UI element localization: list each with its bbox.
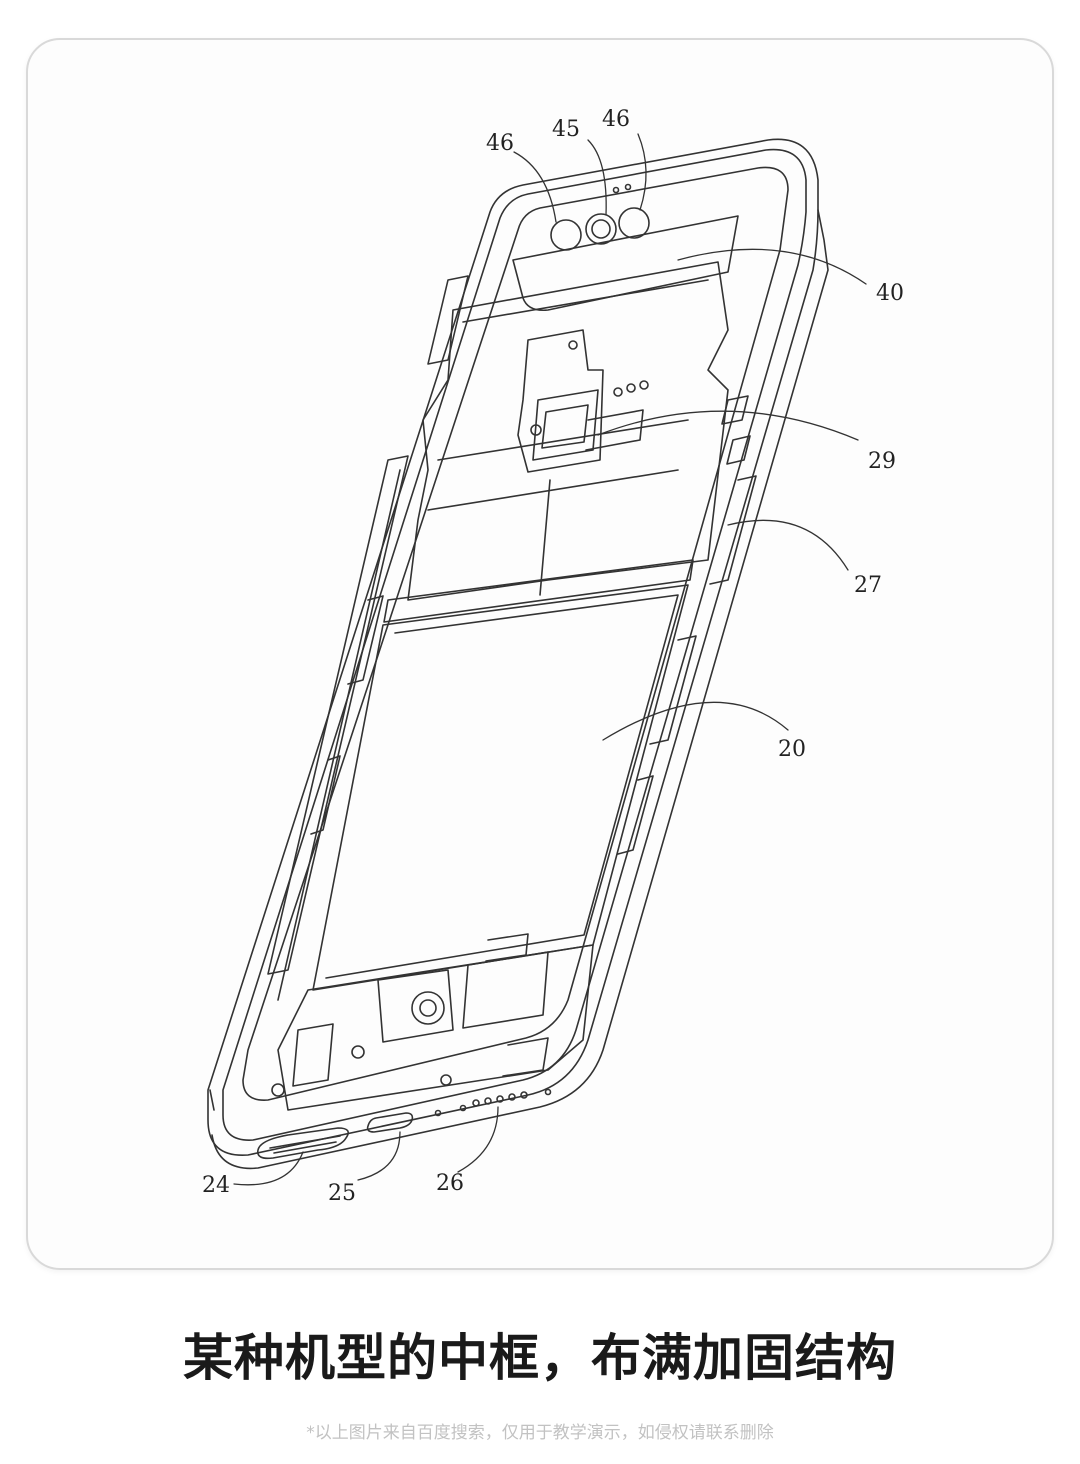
label-29: 29	[868, 449, 896, 474]
camera-hole-center-inner	[591, 219, 611, 239]
label-26: 26	[436, 1171, 464, 1196]
frame-inner-wall	[242, 166, 789, 1101]
leader-20	[602, 701, 789, 741]
leader-25	[357, 1131, 401, 1181]
source-disclaimer: *以上图片来自百度搜索，仅用于教学演示，如侵权请联系删除	[306, 1423, 774, 1443]
middle-frame-patent-drawing: 46 45 46 40 29 27 20 24 25 26	[202, 107, 904, 1206]
battery-compartment	[312, 584, 689, 991]
leader-24	[233, 1151, 304, 1186]
center-bracket	[517, 329, 604, 473]
speaker-hole	[411, 991, 445, 1025]
leader-40	[677, 248, 867, 285]
speaker-grille	[256, 1127, 349, 1160]
label-46-right: 46	[602, 107, 630, 132]
label-25: 25	[328, 1181, 356, 1206]
camera-hole-right	[618, 207, 650, 239]
camera-hole-left	[550, 219, 582, 251]
leader-26	[457, 1106, 499, 1173]
label-40: 40	[876, 281, 904, 306]
label-46-left: 46	[486, 131, 514, 156]
label-45: 45	[552, 117, 580, 142]
divider-rib	[383, 559, 694, 623]
label-24: 24	[202, 1173, 230, 1198]
frame-side-edge	[209, 209, 829, 1170]
left-rail	[267, 455, 409, 975]
label-20: 20	[778, 737, 806, 762]
leader-45	[587, 139, 607, 216]
camera-bracket	[512, 215, 739, 312]
bottom-compartment	[277, 944, 594, 1111]
camera-hole-center	[585, 213, 617, 245]
usb-port	[366, 1112, 414, 1133]
figure-caption: 某种机型的中框，布满加固结构	[183, 1329, 897, 1387]
leader-29	[597, 410, 859, 441]
frame-outer	[207, 138, 819, 1156]
label-27: 27	[854, 573, 882, 598]
leader-46b	[637, 133, 647, 211]
leader-27	[727, 519, 849, 571]
frame-inner-rim	[222, 148, 807, 1141]
mic-hole-1	[472, 1099, 480, 1107]
leader-46a	[513, 151, 557, 223]
figure-card: 46 45 46 40 29 27 20 24 25 26	[26, 38, 1054, 1270]
mainboard-compartment	[407, 261, 729, 601]
